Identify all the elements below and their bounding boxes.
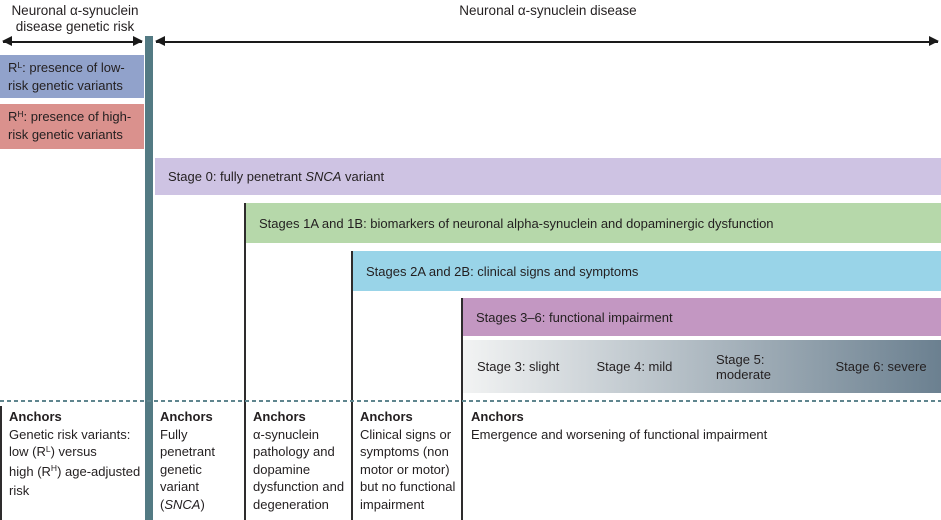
- anchors-dashed-divider: [0, 400, 941, 402]
- gene-name-italic: SNCA: [305, 169, 342, 184]
- anchor-genetic-risk: Anchors Genetic risk variants: low (RL) …: [9, 408, 147, 500]
- arrowhead-right-icon: [133, 36, 143, 46]
- anchor-title: Anchors: [9, 409, 62, 424]
- separator-stage1: [244, 203, 246, 520]
- stage3-severity-cell: Stage 3: slight: [463, 340, 583, 393]
- stage6-label: Stage 6: severe: [835, 359, 927, 374]
- genetic-risk-axis-title: Neuronal α-synuclein disease genetic ris…: [11, 3, 139, 34]
- genetic-risk-axis-arrow: [2, 36, 143, 47]
- disease-axis-title: Neuronal α-synuclein disease: [459, 3, 637, 18]
- stage4-label: Stage 4: mild: [596, 359, 673, 374]
- anchor-title: Anchors: [360, 409, 413, 424]
- stage0-bar: Stage 0: fully penetrant SNCA variant: [155, 158, 941, 195]
- stage0-label: Stage 0: fully penetrant SNCA variant: [168, 169, 385, 184]
- arrowhead-right-icon: [929, 36, 939, 46]
- stages-3-6-bar: Stages 3–6: functional impairment: [463, 298, 941, 336]
- anchor-title: Anchors: [160, 409, 213, 424]
- separator-left-edge: [0, 406, 2, 520]
- stage3-label: Stage 3: slight: [477, 359, 560, 374]
- stage4-severity-cell: Stage 4: mild: [583, 340, 703, 393]
- gene-name-italic: SNCA: [164, 496, 201, 512]
- separator-stages-3-6: [461, 298, 463, 520]
- high-risk-superscript: H: [17, 108, 24, 119]
- stage2-label: Stages 2A and 2B: clinical signs and sym…: [366, 263, 639, 279]
- anchor-title: Anchors: [471, 409, 524, 424]
- low-risk-box: RL: presence of low-risk genetic variant…: [0, 55, 144, 98]
- stage5-severity-cell: Stage 5: moderate: [702, 340, 822, 393]
- low-risk-label-rest: : presence of low-risk genetic variants: [8, 60, 125, 93]
- high-risk-label-rest: : presence of high-risk genetic variants: [8, 109, 132, 142]
- anchor-title: Anchors: [253, 409, 306, 424]
- anchor-stage0: Anchors Fully penetrant genetic variant …: [160, 408, 244, 513]
- stage2-bar: Stages 2A and 2B: clinical signs and sym…: [353, 251, 941, 291]
- high-risk-box: RH: presence of high-risk genetic varian…: [0, 104, 144, 149]
- stage1-bar: Stages 1A and 1B: biomarkers of neuronal…: [246, 203, 941, 243]
- anchor-stage2: Anchors Clinical signs or symptoms (non …: [360, 408, 460, 513]
- separator-stage2: [351, 251, 353, 520]
- low-risk-label: R: [8, 60, 18, 75]
- arrow-shaft: [3, 40, 142, 43]
- high-risk-label: R: [8, 109, 18, 124]
- disease-axis-arrow: [155, 36, 939, 47]
- anchor-stages-3-6: Anchors Emergence and worsening of funct…: [471, 408, 936, 443]
- anchor-stage1: Anchors α-synuclein pathology and dopami…: [253, 408, 351, 513]
- timeline-divider-bar: [145, 36, 153, 520]
- stage1-label: Stages 1A and 1B: biomarkers of neuronal…: [259, 215, 774, 231]
- low-risk-superscript: L: [17, 59, 23, 70]
- arrow-shaft: [156, 40, 938, 43]
- stages-3-6-label: Stages 3–6: functional impairment: [476, 309, 673, 325]
- stage5-label: Stage 5: moderate: [716, 351, 771, 382]
- severity-gradient-bar: Stage 3: slight Stage 4: mild Stage 5: m…: [463, 340, 941, 393]
- stage6-severity-cell: Stage 6: severe: [822, 340, 941, 393]
